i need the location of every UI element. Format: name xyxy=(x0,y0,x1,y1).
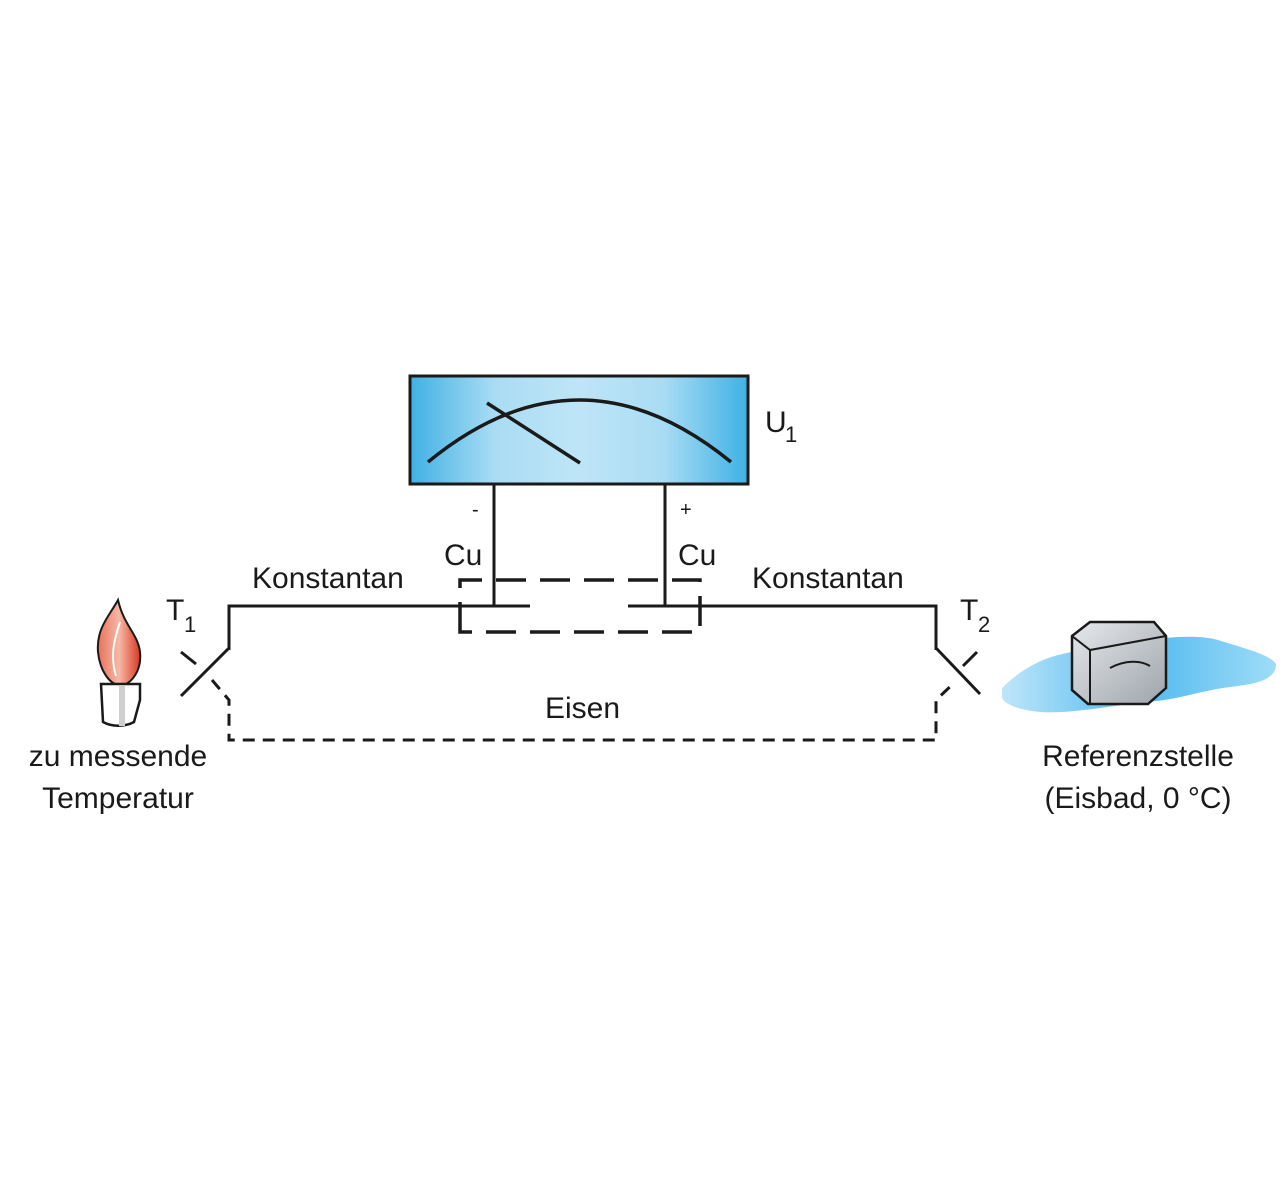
junction-t1 xyxy=(179,646,231,698)
ice-cube-icon xyxy=(1002,620,1276,713)
iron-label: Eisen xyxy=(545,692,620,725)
constantan-wire-right xyxy=(628,604,938,650)
isothermal-block xyxy=(458,578,702,634)
measure-label-line1: zu messende xyxy=(29,740,207,773)
voltmeter-needle xyxy=(486,401,581,465)
junction-t2-tick xyxy=(961,650,979,668)
junction-t2-subscript: 2 xyxy=(978,612,990,637)
minus-terminal-sign: - xyxy=(472,499,479,521)
junction-t2-label: T xyxy=(960,594,978,627)
copper-label-left: Cu xyxy=(444,539,482,572)
constantan-label-left: Konstantan xyxy=(252,562,404,595)
junction-t2 xyxy=(934,646,982,696)
ice-cube xyxy=(1070,620,1168,706)
constantan-label-right: Konstantan xyxy=(752,562,904,595)
voltage-label: U xyxy=(765,406,787,439)
constantan-wire-left xyxy=(227,604,530,650)
flame-icon xyxy=(96,597,142,727)
reference-label-line2: (Eisbad, 0 °C) xyxy=(1044,782,1231,815)
junction-t1-tick xyxy=(180,650,197,666)
junction-t1-label: T xyxy=(166,594,184,627)
junction-t1-subscript: 1 xyxy=(184,612,196,637)
voltmeter-face xyxy=(408,374,750,486)
voltage-label-subscript: 1 xyxy=(785,422,797,447)
iron-wire xyxy=(210,679,957,742)
reference-label-line1: Referenzstelle xyxy=(1042,740,1234,773)
copper-label-right: Cu xyxy=(678,539,716,572)
measure-label-line2: Temperatur xyxy=(42,782,194,815)
voltmeter xyxy=(408,374,750,486)
plus-terminal-sign: + xyxy=(680,499,692,521)
voltmeter-scale-arc xyxy=(426,398,733,464)
